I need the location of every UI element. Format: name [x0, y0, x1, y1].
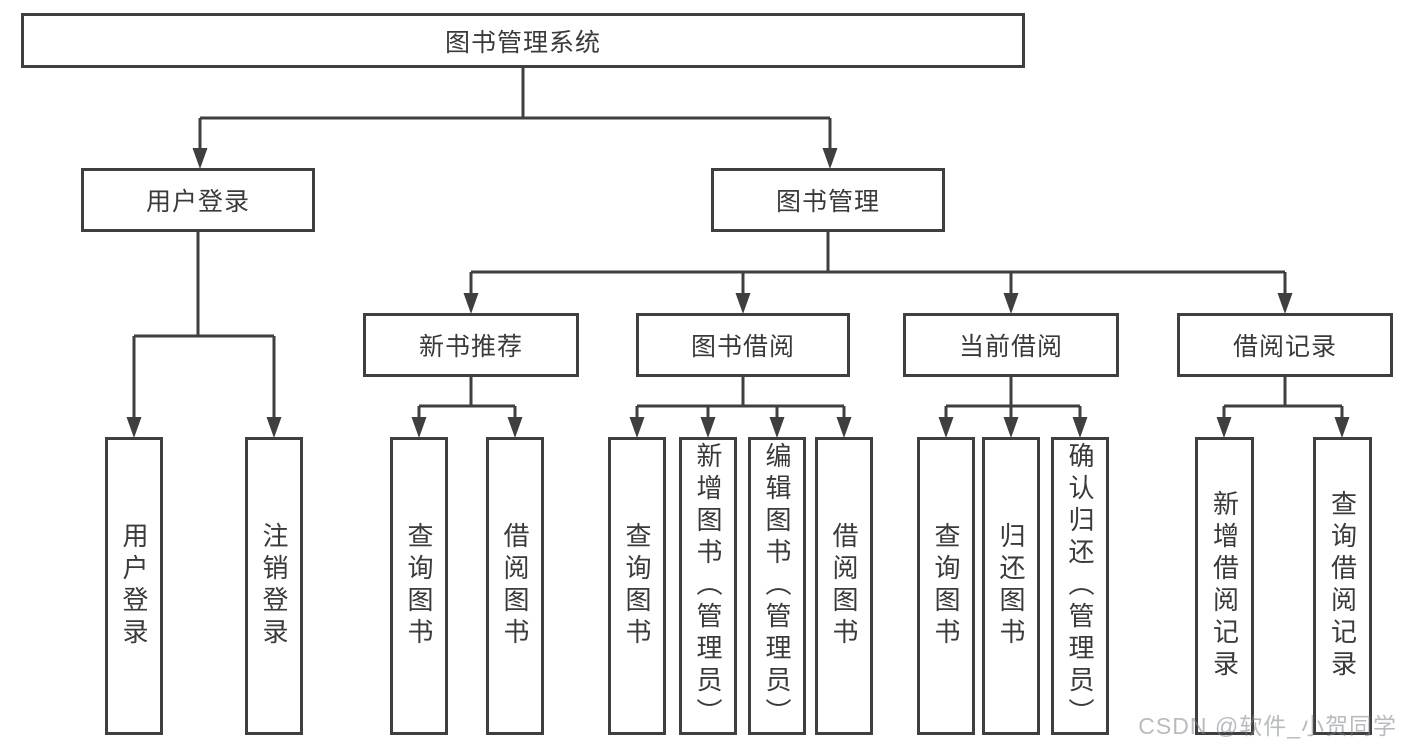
- leaf-query-books-recommendation-label: 查询图书: [404, 522, 434, 650]
- leaf-add-borrow-record: 新增借阅记录: [1195, 437, 1254, 735]
- node-user-login: 用户登录: [81, 168, 315, 232]
- node-current-borrowing-label: 当前借阅: [958, 333, 1063, 361]
- node-borrowing-records: 借阅记录: [1177, 313, 1393, 377]
- leaf-borrow-books-borrowing: 借阅图书: [815, 437, 873, 735]
- node-current-borrowing: 当前借阅: [903, 313, 1119, 377]
- node-root: 图书管理系统: [21, 13, 1025, 68]
- node-book-borrowing-label: 图书借阅: [690, 333, 795, 361]
- csdn-watermark: CSDN @软件_小贺同学: [1138, 713, 1397, 739]
- leaf-query-books-current: 查询图书: [917, 437, 975, 735]
- node-book-borrowing: 图书借阅: [636, 313, 850, 377]
- node-user-login-label: 用户登录: [145, 188, 250, 216]
- node-root-label: 图书管理系统: [444, 28, 601, 57]
- leaf-query-books-current-label: 查询图书: [931, 522, 961, 650]
- leaf-query-borrow-record-label: 查询借阅记录: [1327, 490, 1358, 682]
- leaf-borrow-books-recommendation: 借阅图书: [486, 437, 544, 735]
- leaf-confirm-return-admin: 确认归还（管理员）: [1051, 437, 1109, 735]
- leaf-query-books-borrowing-label: 查询图书: [622, 522, 652, 650]
- leaf-add-borrow-record-label: 新增借阅记录: [1209, 490, 1240, 682]
- leaf-logout: 注销登录: [245, 437, 303, 735]
- leaf-confirm-return-admin-label: 确认归还（管理员）: [1065, 442, 1095, 730]
- leaf-borrow-books-recommendation-label: 借阅图书: [500, 522, 530, 650]
- leaf-query-books-recommendation: 查询图书: [390, 437, 448, 735]
- leaf-return-book-label: 归还图书: [996, 522, 1026, 650]
- leaf-add-book-admin: 新增图书（管理员）: [679, 437, 737, 735]
- node-new-book-recommendation-label: 新书推荐: [418, 333, 523, 361]
- leaf-add-book-admin-label: 新增图书（管理员）: [693, 442, 723, 730]
- leaf-user-login: 用户登录: [105, 437, 163, 735]
- leaf-return-book: 归还图书: [982, 437, 1040, 735]
- node-book-management-label: 图书管理: [775, 188, 880, 216]
- leaf-edit-book-admin: 编辑图书（管理员）: [748, 437, 806, 735]
- leaf-user-login-label: 用户登录: [119, 522, 149, 650]
- node-new-book-recommendation: 新书推荐: [363, 313, 579, 377]
- leaf-edit-book-admin-label: 编辑图书（管理员）: [762, 442, 792, 730]
- leaf-logout-label: 注销登录: [259, 522, 289, 650]
- leaf-query-borrow-record: 查询借阅记录: [1313, 437, 1372, 735]
- leaf-query-books-borrowing: 查询图书: [608, 437, 666, 735]
- node-book-management: 图书管理: [711, 168, 945, 232]
- leaf-borrow-books-borrowing-label: 借阅图书: [829, 522, 859, 650]
- node-borrowing-records-label: 借阅记录: [1232, 333, 1337, 361]
